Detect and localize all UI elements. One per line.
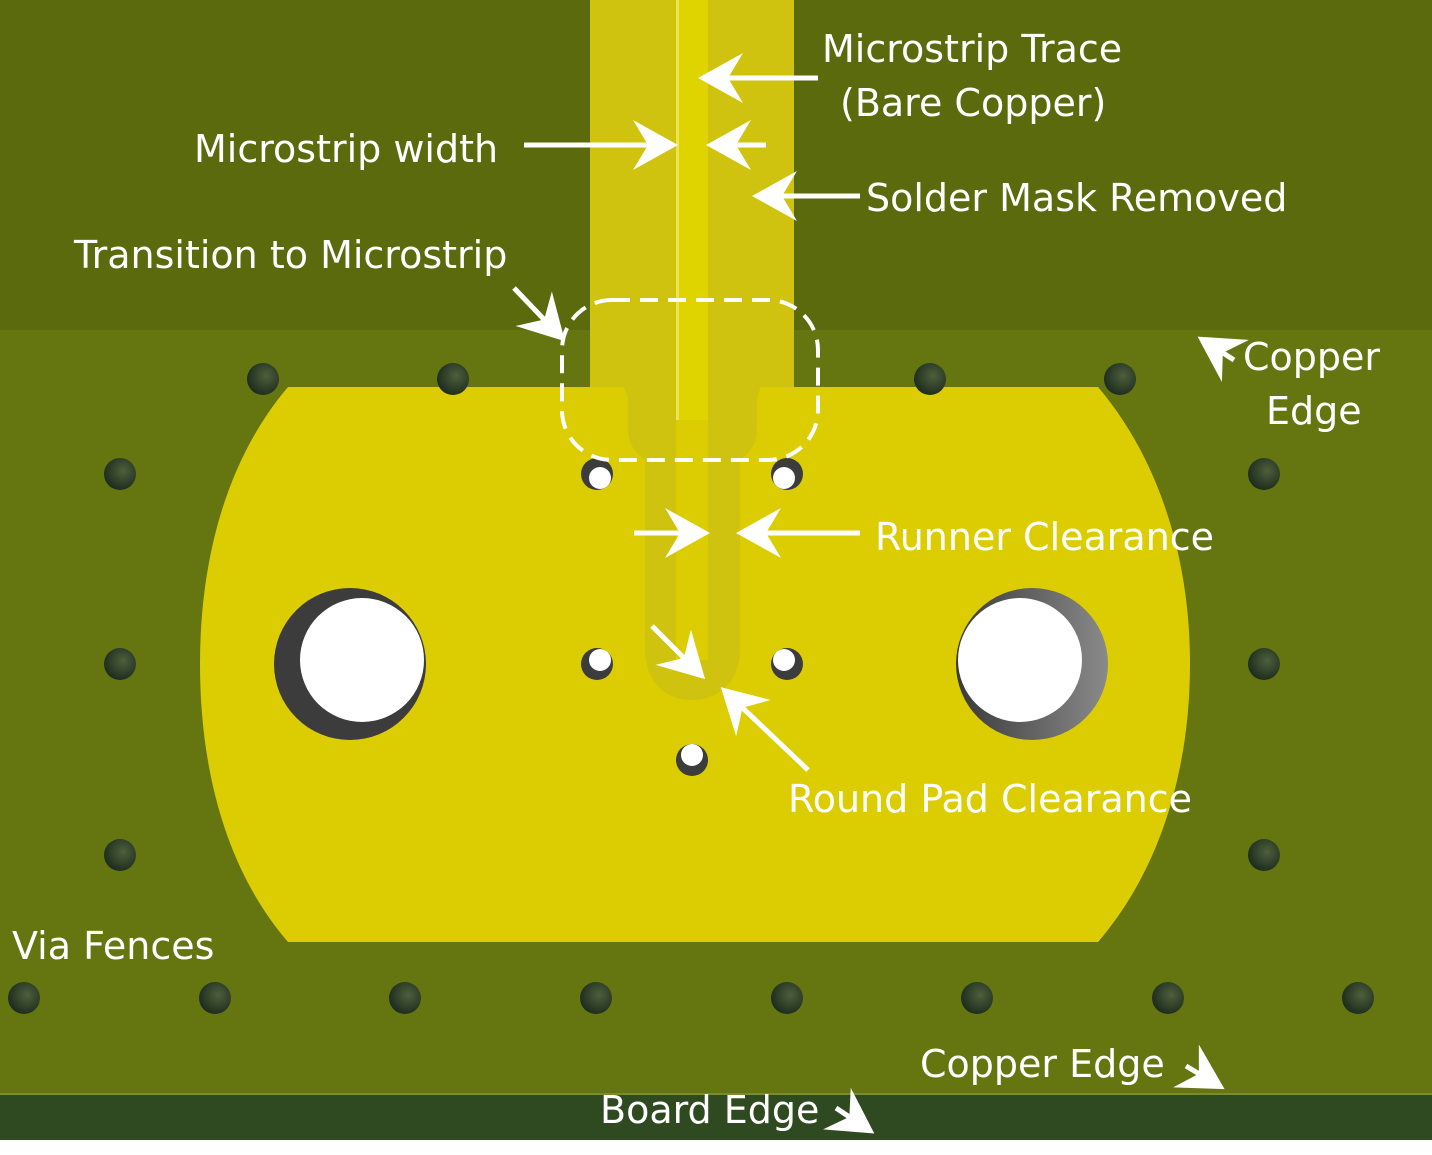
arrow-copper-edge-top bbox=[1197, 336, 1249, 382]
arrow-board-edge bbox=[823, 1087, 875, 1134]
transition-highlight-box bbox=[560, 298, 820, 462]
arrow-round-pad-outer bbox=[720, 687, 810, 772]
via bbox=[1248, 458, 1280, 490]
via bbox=[199, 982, 231, 1014]
label-runner-clearance: Runner Clearance bbox=[875, 515, 1214, 559]
label-board-edge: Board Edge bbox=[600, 1088, 819, 1132]
via bbox=[1248, 648, 1280, 680]
mounting-hole-left bbox=[274, 588, 426, 740]
small-hole bbox=[581, 648, 613, 680]
microstrip-trace-edge bbox=[676, 0, 679, 420]
label-solder-mask-removed: Solder Mask Removed bbox=[866, 176, 1287, 220]
arrow-round-pad-inner bbox=[650, 624, 706, 680]
annotation-arrows bbox=[512, 53, 1249, 1134]
microstrip-trace bbox=[676, 0, 708, 420]
via bbox=[1342, 982, 1374, 1014]
small-hole bbox=[581, 458, 613, 490]
runner-trace bbox=[676, 420, 708, 660]
small-hole bbox=[771, 458, 803, 490]
small-hole bbox=[676, 744, 708, 776]
via bbox=[8, 982, 40, 1014]
mounting-hole-right bbox=[956, 588, 1108, 740]
board-edge-strip bbox=[0, 1094, 1432, 1140]
via bbox=[104, 648, 136, 680]
via bbox=[389, 982, 421, 1014]
via bbox=[247, 363, 279, 395]
via bbox=[771, 982, 803, 1014]
label-copper-edge-top-2: Edge bbox=[1266, 389, 1362, 433]
arrow-transition bbox=[512, 286, 565, 342]
via bbox=[961, 982, 993, 1014]
via bbox=[580, 982, 612, 1014]
label-transition-to-microstrip: Transition to Microstrip bbox=[73, 233, 507, 277]
via bbox=[1248, 839, 1280, 871]
arrow-copper-edge-bottom bbox=[1173, 1044, 1225, 1090]
via bbox=[1104, 363, 1136, 395]
label-via-fences: Via Fences bbox=[12, 924, 214, 968]
label-bare-copper: (Bare Copper) bbox=[840, 81, 1106, 125]
label-microstrip-trace: Microstrip Trace bbox=[822, 27, 1122, 71]
via bbox=[437, 363, 469, 395]
via bbox=[104, 458, 136, 490]
via bbox=[1152, 982, 1184, 1014]
label-microstrip-width: Microstrip width bbox=[194, 127, 498, 171]
label-round-pad-clearance: Round Pad Clearance bbox=[788, 777, 1192, 821]
label-copper-edge-top-1: Copper bbox=[1243, 335, 1380, 379]
via bbox=[104, 839, 136, 871]
via-fence-vias bbox=[8, 363, 1374, 1014]
page-bottom-margin bbox=[0, 1140, 1432, 1150]
via bbox=[914, 363, 946, 395]
small-hole bbox=[771, 648, 803, 680]
label-copper-edge-bottom: Copper Edge bbox=[920, 1042, 1165, 1086]
